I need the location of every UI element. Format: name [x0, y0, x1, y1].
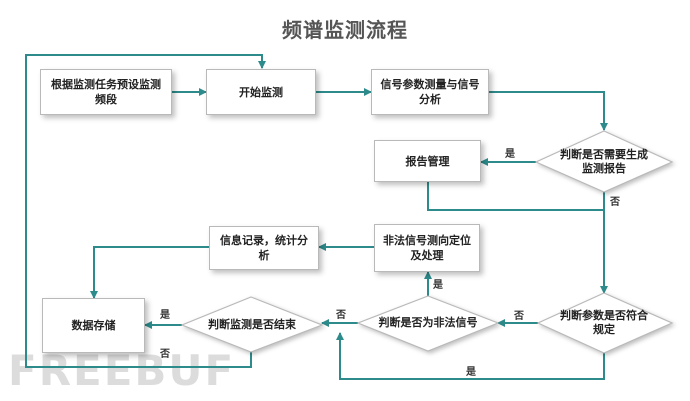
- edge-label-end-no: 否: [160, 349, 170, 360]
- diamond-end-decision: [180, 296, 324, 353]
- edge-measure-reportdecision: [489, 91, 608, 131]
- node-preset: 根据监测任务预设监测频段: [40, 69, 172, 115]
- node-store: 数据存储: [42, 298, 145, 353]
- edge-label-report-yes: 是: [505, 149, 515, 160]
- watermark: FREEBUF: [8, 346, 236, 395]
- edge-label-end-yes: 是: [160, 310, 170, 321]
- diagram-title: 频谱监测流程: [282, 18, 408, 42]
- edge-report-merge: [427, 180, 604, 211]
- node-locate: 非法信号测向定位及处理: [374, 224, 480, 272]
- edge-label-report-no: 否: [610, 197, 620, 208]
- node-report: 报告管理: [374, 140, 481, 182]
- edge-label-illegal-yes: 是: [433, 280, 443, 291]
- edge-record-store: [90, 246, 209, 299]
- diamond-report-decision: [534, 130, 674, 193]
- label-report-decision: 判断是否需要生成监测报告: [560, 148, 648, 175]
- label-param-decision: 判断参数是否符合规定: [560, 309, 648, 336]
- node-start: 开始监测: [206, 69, 316, 115]
- label-illegal-decision: 判断是否为非法信号: [378, 316, 478, 329]
- edge-label-param-no: 否: [514, 311, 524, 322]
- edge-label-illegal-no: 否: [336, 310, 346, 321]
- edge-label-param-yes: 是: [466, 367, 476, 378]
- label-end-decision: 判断监测是否结束: [208, 318, 296, 331]
- node-measure: 信号参数测量与信号分析: [371, 69, 489, 115]
- edge-end-start: [25, 54, 266, 368]
- node-record: 信息记录，统计分析: [209, 226, 319, 270]
- edge-param-end: [336, 332, 605, 380]
- diamond-illegal-decision: [356, 295, 500, 352]
- diamond-param-decision: [536, 292, 674, 354]
